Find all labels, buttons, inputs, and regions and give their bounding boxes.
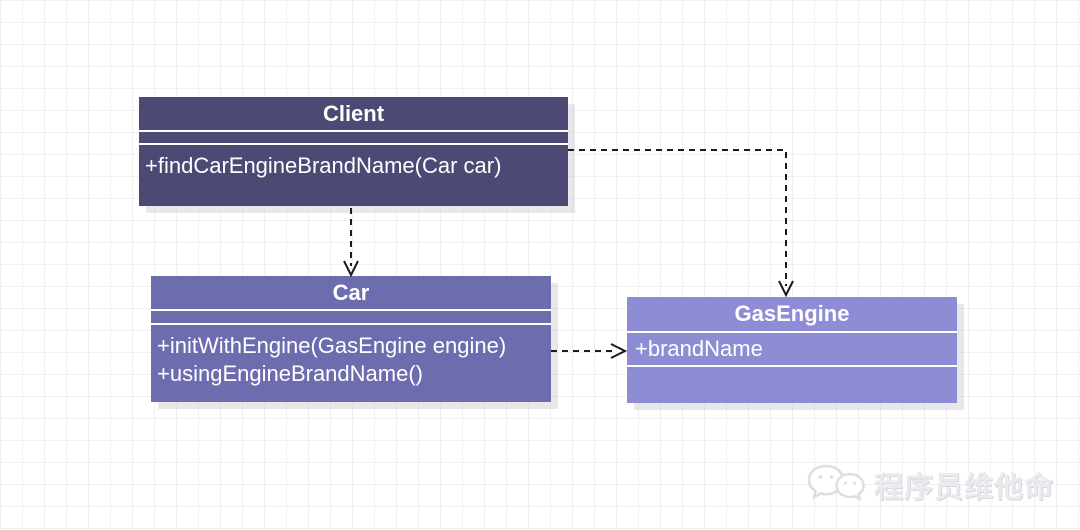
arrowhead-client-to-gasengine	[778, 280, 794, 298]
watermark-text: 程序员维他命	[873, 472, 1054, 504]
class-methods-client: +findCarEngineBrandName(Car car)	[139, 145, 568, 206]
class-attributes-client	[139, 132, 568, 145]
class-box-client: Client +findCarEngineBrandName(Car car)	[139, 97, 568, 206]
watermark: 程序员维他命	[806, 458, 1054, 512]
arrowhead-car-to-gasengine	[610, 343, 628, 359]
attribute-line: +brandName	[635, 336, 763, 361]
dependency-arrow-client-to-gasengine	[568, 149, 787, 286]
class-methods-car: +initWithEngine(GasEngine engine) +using…	[151, 325, 551, 402]
class-title-car: Car	[151, 276, 551, 311]
class-attributes-gasengine: +brandName	[627, 333, 957, 367]
class-methods-gasengine	[627, 367, 957, 403]
arrowhead-client-to-car	[343, 260, 359, 278]
class-title-gasengine: GasEngine	[627, 297, 957, 333]
method-line: +usingEngineBrandName()	[157, 361, 423, 386]
class-attributes-car	[151, 311, 551, 325]
method-line: +findCarEngineBrandName(Car car)	[145, 153, 502, 178]
method-line: +initWithEngine(GasEngine engine)	[157, 333, 507, 358]
class-title-client: Client	[139, 97, 568, 132]
class-box-car: Car +initWithEngine(GasEngine engine) +u…	[151, 276, 551, 402]
wechat-chat-bubbles-icon	[807, 464, 865, 502]
class-box-gasengine: GasEngine +brandName	[627, 297, 957, 403]
